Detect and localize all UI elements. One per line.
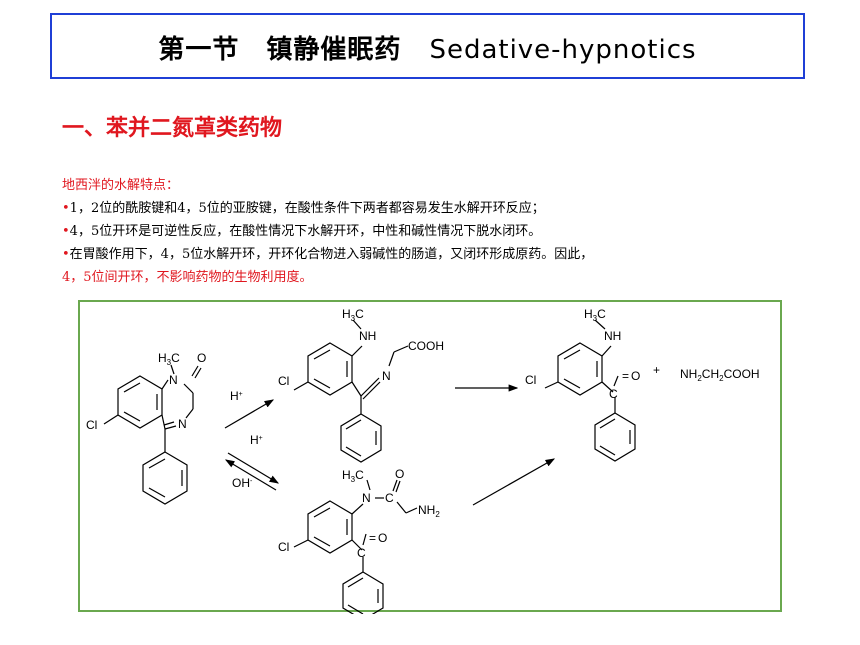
amide-opened-structure	[293, 479, 418, 621]
bullet-mark: •	[62, 201, 70, 216]
n4-label: N	[178, 417, 187, 431]
nh-label-3: NH	[604, 329, 621, 343]
amide-n-label: N	[362, 491, 371, 505]
nh-label-2: NH	[359, 329, 376, 343]
acid-label-2: H+	[250, 433, 263, 447]
diazepam-labels: H3C N O N Cl	[86, 351, 206, 432]
bullet-text: 在胃酸作用下，4，5位水解开环，开环化合物进入弱碱性的肠道，又闭环形成原药。因此…	[69, 247, 594, 262]
cooh-label: COOH	[408, 339, 444, 353]
amide-o-label: O	[395, 467, 404, 481]
carbonyl-o-label-3: O	[631, 369, 640, 383]
title-box: 第一节 镇静催眠药 Sedative-hypnotics	[50, 13, 805, 79]
carbonyl-c-label-4: C	[357, 546, 366, 560]
chlorine-label-4: Cl	[278, 540, 289, 554]
title-chinese: 第一节 镇静催眠药	[158, 35, 402, 65]
chlorine-label-2: Cl	[278, 374, 289, 388]
glycine-label: NH2CH2COOH	[680, 367, 760, 383]
oxygen-label-1: O	[197, 351, 206, 365]
diazepam-structure	[103, 364, 202, 505]
intro-line: 地西泮的水解特点：	[62, 178, 180, 193]
section-heading: 一、苯并二氮䓬类药物	[62, 115, 283, 141]
acid-label-1: H+	[230, 389, 243, 403]
bullet-1: •1，2位的酰胺键和4，5位的亚胺键，在酸性条件下两者都容易发生水解开环反应；	[62, 197, 545, 216]
carbonyl-eq-3: =	[622, 369, 629, 383]
n1-label: N	[169, 373, 178, 387]
reaction-scheme: H3C N O N Cl H+ H+ OH- H3C NH N COOH Cl …	[78, 300, 782, 621]
bullet-mark: •	[62, 224, 70, 239]
methyl-label-3: H3C	[584, 307, 606, 323]
bullet-text: 1，2位的酰胺键和4，5位的亚胺键，在酸性条件下两者都容易发生水解开环反应；	[69, 201, 545, 216]
carbonyl-o-label-4: O	[378, 531, 387, 545]
page-title: 第一节 镇静催眠药 Sedative-hypnotics	[52, 29, 803, 66]
methyl-label-4: H3C	[342, 468, 364, 484]
plus-sign: +	[653, 363, 660, 377]
base-label: OH-	[232, 476, 253, 490]
bullet-3-continuation: 4，5位间开环，不影响药物的生物利用度。	[62, 270, 313, 285]
bullet-2: •4，5位开环是可逆性反应，在酸性情况下水解开环，中性和碱性情况下脱水闭环。	[62, 220, 541, 239]
open-imine-structure	[293, 342, 409, 463]
methyl-label-2: H3C	[342, 307, 364, 323]
methyl-label-1: H3C	[158, 351, 180, 367]
benzophenone-structure	[544, 342, 636, 462]
chlorine-label-3: Cl	[525, 373, 536, 387]
amide-opened-labels: H3C N C O NH2 Cl C = O	[278, 467, 440, 560]
benzophenone-labels: H3C NH C = O Cl + NH2CH2COOH	[525, 307, 760, 401]
title-english: Sedative-hypnotics	[429, 35, 697, 65]
carbonyl-eq-4: =	[369, 531, 376, 545]
chlorine-label-1: Cl	[86, 418, 97, 432]
bullet-mark: •	[62, 247, 70, 262]
open-imine-labels: H3C NH N COOH Cl	[278, 307, 444, 388]
bullet-text: 4，5位开环是可逆性反应，在酸性情况下水解开环，中性和碱性情况下脱水闭环。	[69, 224, 542, 239]
reaction-scheme-svg: H3C N O N Cl H+ H+ OH- H3C NH N COOH Cl …	[86, 307, 760, 621]
amine-label: NH2	[418, 503, 440, 519]
amide-c-label: C	[385, 491, 394, 505]
imine-n-label: N	[382, 369, 391, 383]
bullet-3: •在胃酸作用下，4，5位水解开环，开环化合物进入弱碱性的肠道，又闭环形成原药。因…	[62, 243, 593, 262]
carbonyl-c-label-3: C	[609, 387, 618, 401]
